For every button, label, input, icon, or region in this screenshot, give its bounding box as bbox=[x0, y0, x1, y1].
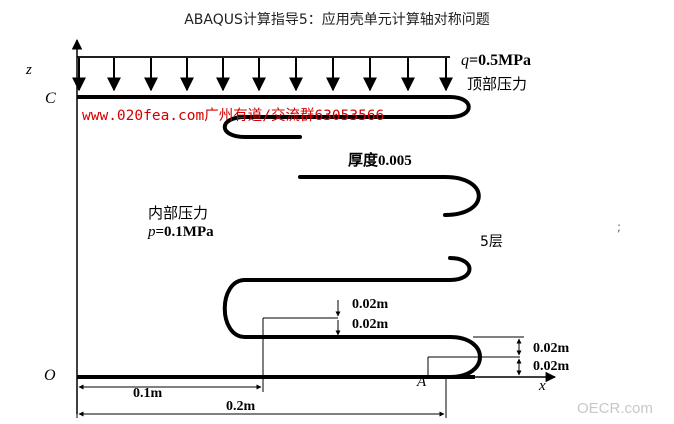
q-symbol: q bbox=[461, 52, 469, 69]
point-o-label: O bbox=[44, 367, 56, 384]
load-arrows bbox=[72, 56, 453, 92]
site-watermark: OECR.com bbox=[577, 400, 653, 417]
dimension-bottom bbox=[76, 378, 447, 418]
point-a-label: A bbox=[417, 374, 427, 390]
top-pressure-label: 顶部压力 bbox=[467, 75, 528, 93]
inner-pressure-label: 内部压力 bbox=[148, 204, 209, 222]
dim-middle-upper-label: 0.02m bbox=[352, 297, 389, 312]
p-symbol: p bbox=[148, 224, 156, 240]
stray-mark: ; bbox=[617, 220, 622, 234]
q-value: =0.5MPa bbox=[469, 52, 531, 69]
layers-label: 5层 bbox=[480, 234, 503, 250]
x-axis-label: x bbox=[539, 378, 546, 394]
q-load-label: q=0.5MPa bbox=[461, 50, 531, 70]
dim-right-lower-label: 0.02m bbox=[533, 359, 570, 374]
dim-right-upper-label: 0.02m bbox=[533, 341, 570, 356]
watermark-text: www.020fea.com广州有道/交流群63053566 bbox=[82, 108, 385, 124]
dim-01m-label: 0.1m bbox=[133, 386, 163, 401]
dim-middle-lower-label: 0.02m bbox=[352, 317, 389, 332]
thickness-label: 厚度0.005 bbox=[348, 153, 412, 169]
p-load-label: p=0.1MPa bbox=[148, 222, 214, 241]
page-title: ABAQUS计算指导5：应用壳单元计算轴对称问题 bbox=[184, 12, 490, 28]
point-c-label: C bbox=[45, 90, 56, 107]
dimension-middle bbox=[262, 300, 341, 378]
p-value: =0.1MPa bbox=[155, 224, 214, 240]
dim-02m-label: 0.2m bbox=[226, 399, 256, 414]
z-axis-label: z bbox=[26, 62, 32, 78]
dimension-right bbox=[427, 336, 524, 378]
